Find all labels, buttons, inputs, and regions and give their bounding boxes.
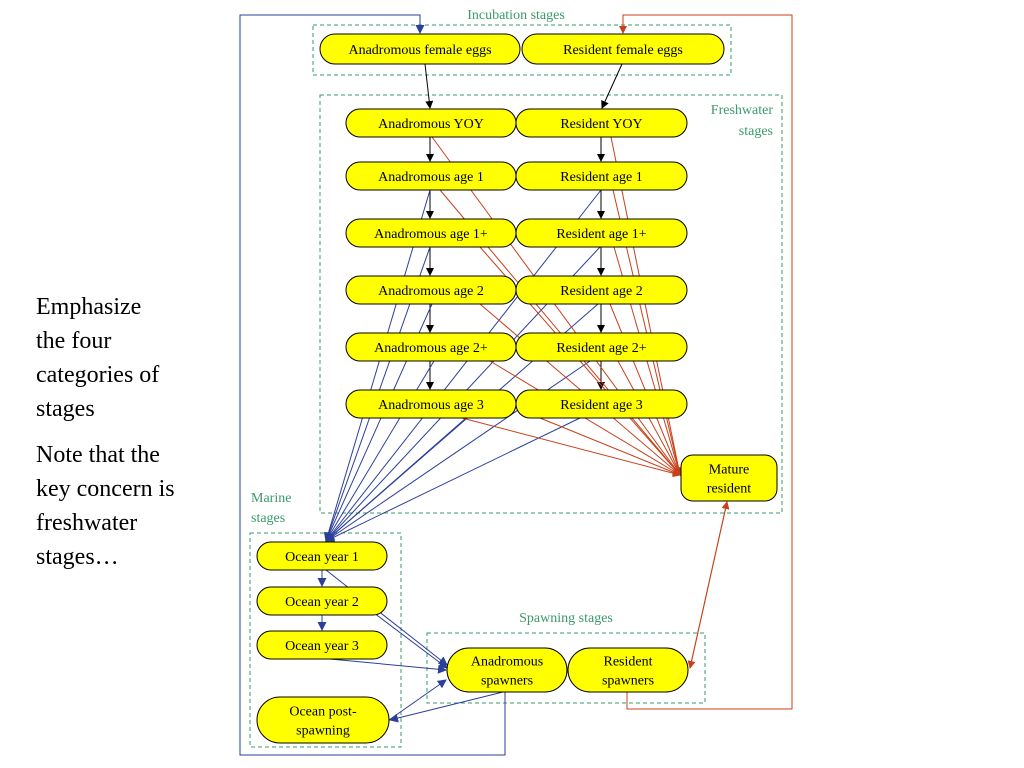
node-label-res-spawn-1: Resident bbox=[604, 655, 653, 670]
node-anad-age2: Anadromous age 2 bbox=[345, 275, 517, 305]
node-label-anad-yoy-1: Anadromous YOY bbox=[378, 117, 484, 132]
node-ocean-post: Ocean post-spawning bbox=[256, 696, 390, 744]
node-label-mature-res-2: resident bbox=[707, 482, 751, 497]
freshwater-group-box bbox=[319, 94, 783, 514]
note-key-concern: Note that the key concern is freshwater … bbox=[36, 442, 175, 570]
freshwater-stages-label-line1: Freshwater bbox=[711, 103, 774, 118]
node-res-age1p: Resident age 1+ bbox=[515, 218, 688, 248]
arrow-blue-to-ocean1-1 bbox=[323, 189, 431, 542]
arrow-res-eggs-to-yoy bbox=[601, 63, 623, 109]
node-label-ocean-post-1: Ocean post- bbox=[289, 705, 357, 720]
node-label-mature-res-1: Mature bbox=[709, 463, 749, 478]
node-res-yoy: Resident YOY bbox=[515, 108, 688, 138]
side-notes: Emphasize the four categories of stages … bbox=[36, 290, 176, 586]
node-label-res-eggs-1: Resident female eggs bbox=[563, 43, 683, 58]
node-label-res-yoy-1: Resident YOY bbox=[560, 117, 642, 132]
node-label-res-age2-1: Resident age 2 bbox=[560, 284, 642, 299]
node-label-ocean3-1: Ocean year 3 bbox=[285, 639, 359, 654]
node-ocean2: Ocean year 2 bbox=[256, 586, 388, 616]
node-label-anad-age2p-1: Anadromous age 2+ bbox=[374, 341, 488, 356]
node-label-res-spawn-2: spawners bbox=[602, 674, 654, 689]
node-anad-age1: Anadromous age 1 bbox=[345, 161, 517, 191]
arrow-red-to-mature-12 bbox=[539, 417, 681, 477]
node-label-res-age3-1: Resident age 3 bbox=[560, 398, 642, 413]
node-anad-age2p: Anadromous age 2+ bbox=[345, 332, 517, 362]
note-emphasize: Emphasize the four categories of stages bbox=[36, 294, 160, 422]
arrow-ocean-post-to-anad-spawners bbox=[388, 679, 447, 721]
node-anad-age1p: Anadromous age 1+ bbox=[345, 218, 517, 248]
node-label-res-age2p-1: Resident age 2+ bbox=[556, 341, 646, 356]
arrow-ocean2-to-anad-spawners bbox=[373, 612, 448, 669]
node-res-eggs: Resident female eggs bbox=[521, 33, 725, 65]
node-res-spawn: Resident spawners bbox=[567, 647, 689, 693]
arrow-red-to-mature-7 bbox=[610, 136, 683, 476]
node-anad-eggs: Anadromous female eggs bbox=[319, 33, 521, 65]
node-res-age2p: Resident age 2+ bbox=[515, 332, 688, 362]
node-mature-res: Mature resident bbox=[680, 454, 778, 502]
arrow-blue-to-ocean1-9 bbox=[325, 360, 591, 542]
node-label-res-age1-1: Resident age 1 bbox=[560, 170, 642, 185]
arrow-res-spawners-to-mature bbox=[689, 501, 730, 669]
node-anad-spawn: Anadromous spawners bbox=[446, 647, 568, 693]
node-anad-yoy: Anadromous YOY bbox=[345, 108, 517, 138]
node-label-anad-spawn-1: Anadromous bbox=[471, 655, 543, 670]
incubation-group-box bbox=[312, 24, 732, 76]
incubation-stages-label: Incubation stages bbox=[467, 8, 565, 23]
spawning-stages-label: Spawning stages bbox=[519, 611, 613, 626]
node-label-res-age1p-1: Resident age 1+ bbox=[556, 227, 646, 242]
node-res-age2: Resident age 2 bbox=[515, 275, 688, 305]
arrow-res-spawners-loop-to-eggs bbox=[619, 14, 793, 710]
node-ocean3: Ocean year 3 bbox=[256, 630, 388, 660]
arrow-blue-to-ocean1-10 bbox=[325, 417, 581, 542]
node-label-ocean-post-2: spawning bbox=[296, 724, 350, 739]
node-label-ocean2-1: Ocean year 2 bbox=[285, 595, 359, 610]
node-ocean1: Ocean year 1 bbox=[256, 541, 388, 571]
node-res-age1: Resident age 1 bbox=[515, 161, 688, 191]
node-res-age3: Resident age 3 bbox=[515, 389, 688, 419]
node-label-anad-spawn-2: spawners bbox=[481, 674, 533, 689]
node-label-ocean1-1: Ocean year 1 bbox=[285, 550, 359, 565]
arrow-ocean3-to-anad-spawners bbox=[329, 658, 447, 674]
node-label-anad-age1-1: Anadromous age 1 bbox=[378, 170, 484, 185]
node-label-anad-age1p-1: Anadromous age 1+ bbox=[374, 227, 488, 242]
marine-group-box bbox=[249, 532, 402, 748]
freshwater-stages-label-line2: stages bbox=[739, 124, 773, 139]
arrow-anad-spawners-loop-to-eggs bbox=[239, 14, 506, 756]
stage-nodes: Anadromous female eggs Resident female eg… bbox=[256, 33, 778, 744]
arrow-anad-spawners-to-ocean-post bbox=[389, 691, 504, 723]
node-label-anad-eggs-1: Anadromous female eggs bbox=[348, 43, 491, 58]
node-label-anad-age3-1: Anadromous age 3 bbox=[378, 398, 484, 413]
arrow-red-to-mature-1 bbox=[431, 136, 681, 476]
marine-stages-label-line1: Marine bbox=[251, 491, 291, 506]
marine-stages-label-line2: stages bbox=[251, 511, 285, 526]
node-anad-age3: Anadromous age 3 bbox=[345, 389, 517, 419]
arrow-blue-to-ocean1-6 bbox=[325, 189, 602, 542]
arrow-anad-eggs-to-yoy bbox=[424, 63, 434, 109]
arrow-red-to-mature-6 bbox=[461, 417, 681, 478]
arrow-ocean1-to-anad-spawners bbox=[325, 569, 448, 666]
node-label-anad-age2-1: Anadromous age 2 bbox=[378, 284, 484, 299]
